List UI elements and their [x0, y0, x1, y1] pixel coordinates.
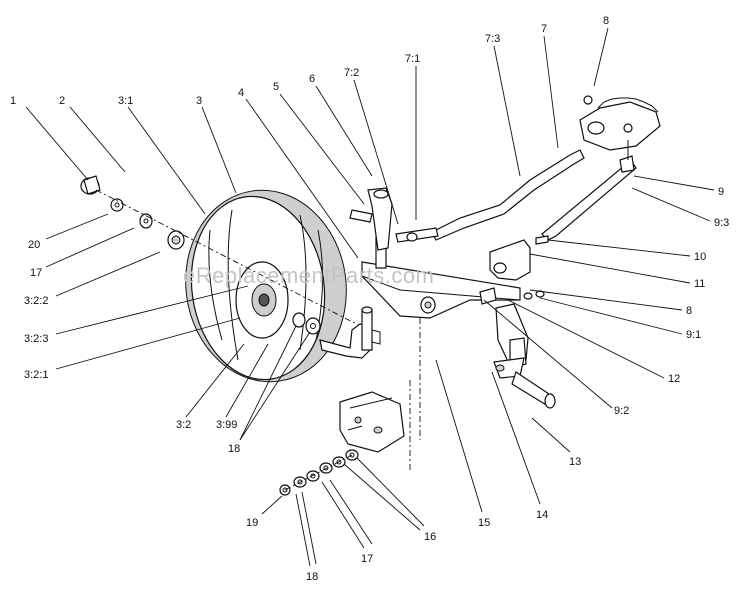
callout-9-1: 9:1 [686, 329, 701, 341]
callout-5: 5 [273, 81, 279, 93]
callout-3-2-2: 3:2:2 [24, 295, 48, 307]
callout-7: 7 [541, 23, 547, 35]
callout-19: 19 [246, 517, 258, 529]
callout-6: 6 [309, 73, 315, 85]
callout-1: 1 [10, 95, 16, 107]
callout-7-3: 7:3 [485, 33, 500, 45]
callout-8-b: 8 [686, 305, 692, 317]
callout-16: 16 [424, 531, 436, 543]
callout-20: 20 [28, 239, 40, 251]
callout-9: 9 [718, 186, 724, 198]
callout-4: 4 [238, 87, 244, 99]
callout-9-3: 9:3 [714, 217, 729, 229]
callout-12: 12 [668, 373, 680, 385]
callout-3-1: 3:1 [118, 95, 133, 107]
callout-13: 13 [569, 456, 581, 468]
wheel-tire [185, 189, 347, 383]
callout-17-b: 17 [30, 267, 42, 279]
tie-rod [395, 149, 585, 243]
callout-17: 17 [361, 553, 373, 565]
callout-7-1: 7:1 [405, 53, 420, 65]
spindle-washers [292, 312, 321, 335]
right-spindle [493, 303, 556, 409]
lower-plate [339, 391, 405, 453]
steering-arm [349, 187, 393, 251]
callout-3-2-1: 3:2:1 [24, 369, 48, 381]
callout-3-2-3: 3:2:3 [24, 333, 48, 345]
callout-labels: 1 2 3:1 3 4 5 6 7:2 7:1 7:3 7 8 9 9:3 10… [10, 15, 729, 583]
callout-3-99: 3:99 [216, 419, 237, 431]
leader-lines [25, 27, 715, 567]
callout-10: 10 [694, 251, 706, 263]
callout-15: 15 [478, 517, 490, 529]
callout-2: 2 [59, 95, 65, 107]
spindle-knuckle [319, 306, 381, 359]
watermark: eReplacementParts.com [183, 263, 434, 288]
callout-7-2: 7:2 [344, 67, 359, 79]
hub-parts-left [80, 175, 185, 250]
pivot-bracket [479, 235, 549, 305]
callout-8: 8 [603, 15, 609, 27]
callout-18-b: 18 [228, 443, 240, 455]
drag-link [541, 140, 637, 241]
callout-3: 3 [196, 95, 202, 107]
callout-11: 11 [694, 278, 705, 290]
callout-18: 18 [306, 571, 318, 583]
callout-14: 14 [536, 509, 548, 521]
callout-9-2: 9:2 [614, 405, 629, 417]
callout-3-2: 3:2 [176, 419, 191, 431]
steering-sector [579, 95, 661, 151]
